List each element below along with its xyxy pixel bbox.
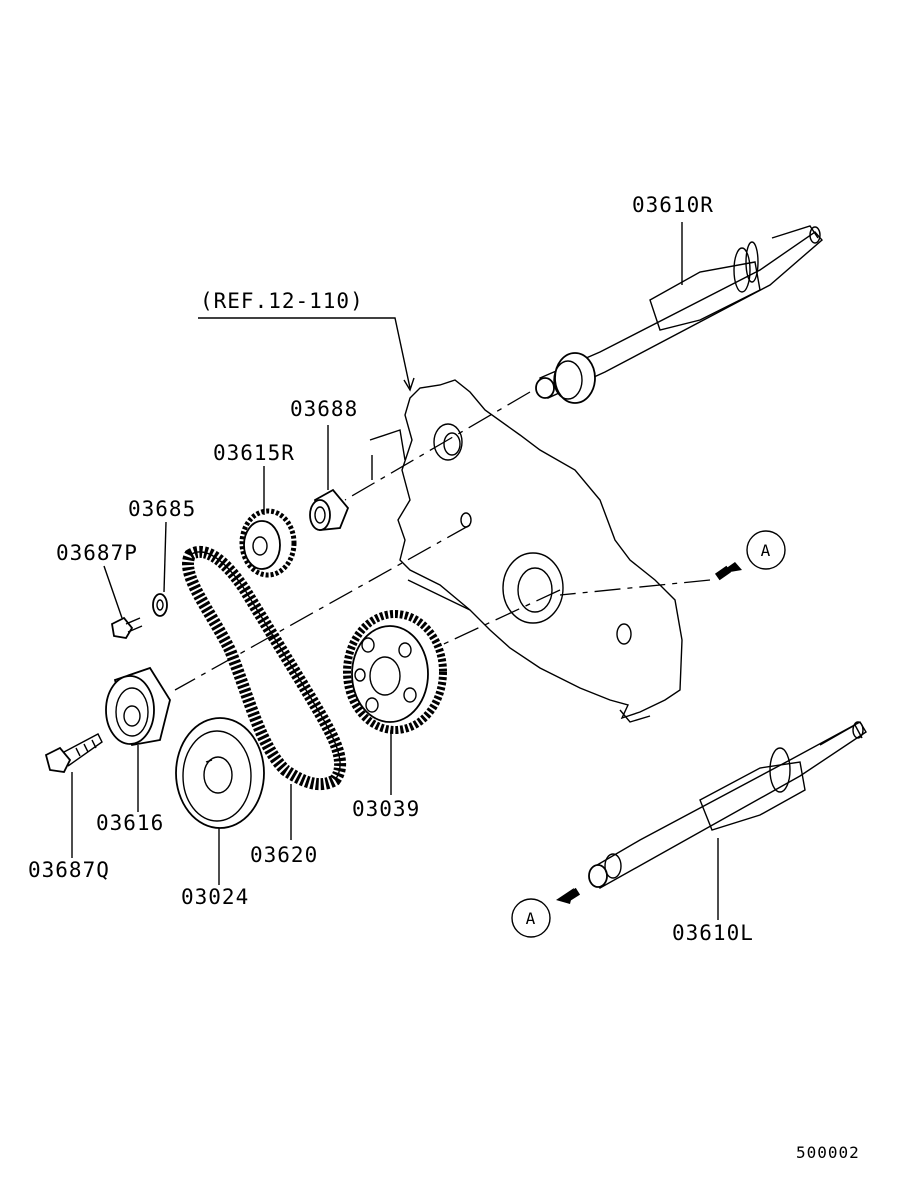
label-03039: 03039 [352,797,420,821]
balance-shaft-left [588,721,867,890]
label-03610R: 03610R [632,193,714,217]
washer [152,593,168,617]
arrow-to-a-left [556,887,581,904]
label-03610L: 03610L [672,921,754,945]
label-03685: 03685 [128,497,196,521]
balance-shaft-right [535,225,823,404]
label-03615R: 03615R [213,441,295,465]
label-03688: 03688 [290,397,358,421]
belt-cover-housing [369,379,683,723]
bolt-long [44,733,103,773]
arrow-to-a-right [714,562,742,581]
bushing [309,488,350,531]
marker-a-right: A [746,530,786,570]
svg-text:A: A [761,541,772,560]
sprocket-large [343,610,447,734]
tensioner-pulley [105,666,171,747]
label-03687Q: 03687Q [28,858,110,882]
label-03616: 03616 [96,811,164,835]
svg-text:A: A [526,909,537,928]
bolt-small [111,616,143,639]
center-lines [174,391,711,691]
label-ref: (REF.12-110) [200,289,364,313]
diagram-code: 500002 [796,1143,860,1162]
label-03620: 03620 [250,843,318,867]
label-03024: 03024 [181,885,249,909]
timing-belt [182,545,346,791]
marker-a-left: A [511,898,551,938]
sprocket-small [239,508,297,578]
crank-pulley [175,717,265,829]
leader-lines [71,222,719,920]
label-03687P: 03687P [56,541,138,565]
